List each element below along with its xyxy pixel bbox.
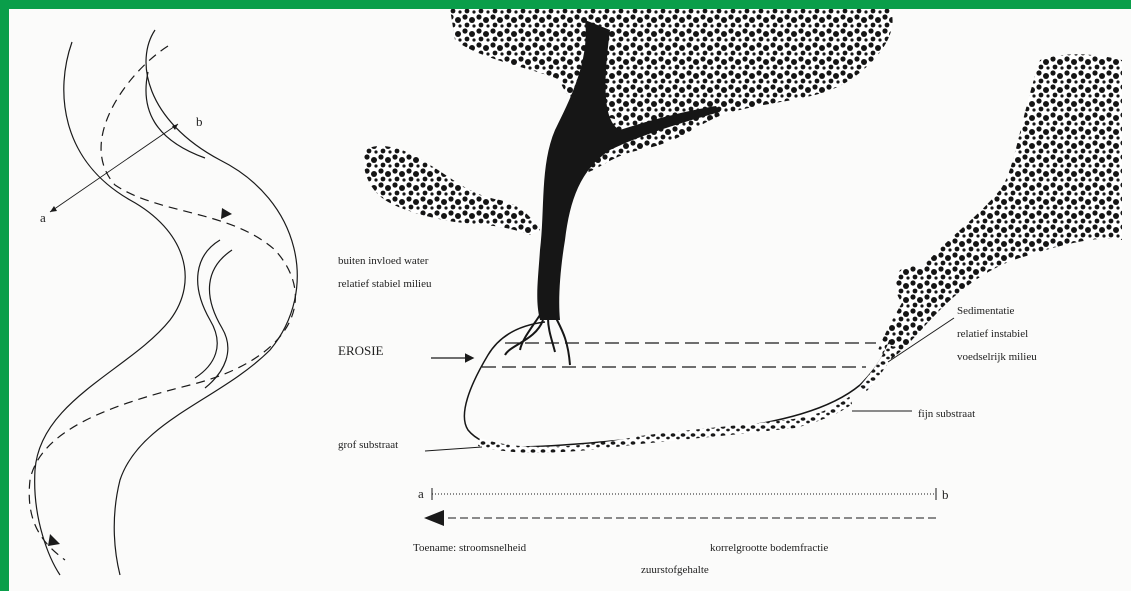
label-outside-water-2: relatief stabiel milieu <box>338 278 432 290</box>
section-arrow-a <box>50 206 57 212</box>
flow-arrow-bottom <box>48 534 60 546</box>
axis-a-b <box>432 488 936 500</box>
thalweg-dashed-line <box>29 46 295 560</box>
label-sedimentation-1: Sedimentatie <box>957 305 1015 317</box>
axis-label-a: a <box>418 486 424 501</box>
bank-profile-line <box>464 322 890 447</box>
gradient-arrow <box>424 510 938 526</box>
meander-plan-view <box>29 30 297 575</box>
flow-arrow-top <box>221 208 232 219</box>
coarse-substrate-leader <box>425 447 482 451</box>
label-coarse-substrate: grof substraat <box>338 439 398 451</box>
label-a-plan: a <box>40 210 46 225</box>
label-fine-substrate: fijn substraat <box>918 408 975 420</box>
label-outside-water-1: buiten invloed water <box>338 255 429 267</box>
tree-canopy <box>450 9 893 175</box>
axis-label-b: b <box>942 487 949 502</box>
label-sedimentation-3: voedselrijk milieu <box>957 351 1037 363</box>
river-bank-right <box>114 30 297 575</box>
water-levels <box>482 343 876 367</box>
coarse-gravel-bed <box>478 396 852 453</box>
label-b-plan: b <box>196 114 203 129</box>
label-increase-current: Toename: stroomsnelheid <box>413 542 527 554</box>
riverbed-profile <box>464 322 896 453</box>
river-cross-section-diagram: a b <box>9 9 1131 591</box>
section-line-a-b <box>50 124 178 212</box>
label-erosion: EROSIE <box>338 343 384 358</box>
label-grain-size: korrelgrootte bodemfractie <box>710 542 828 554</box>
diagram-canvas: a b <box>9 9 1131 591</box>
label-sedimentation-2: relatief instabiel <box>957 328 1028 340</box>
river-bank-left <box>35 42 186 575</box>
label-oxygen: zuurstofgehalte <box>641 564 709 576</box>
tree-side-branches <box>364 146 540 235</box>
fine-sediment-slope <box>860 344 896 392</box>
inner-bank-curve-mid <box>195 240 220 378</box>
tree-left <box>364 9 893 365</box>
